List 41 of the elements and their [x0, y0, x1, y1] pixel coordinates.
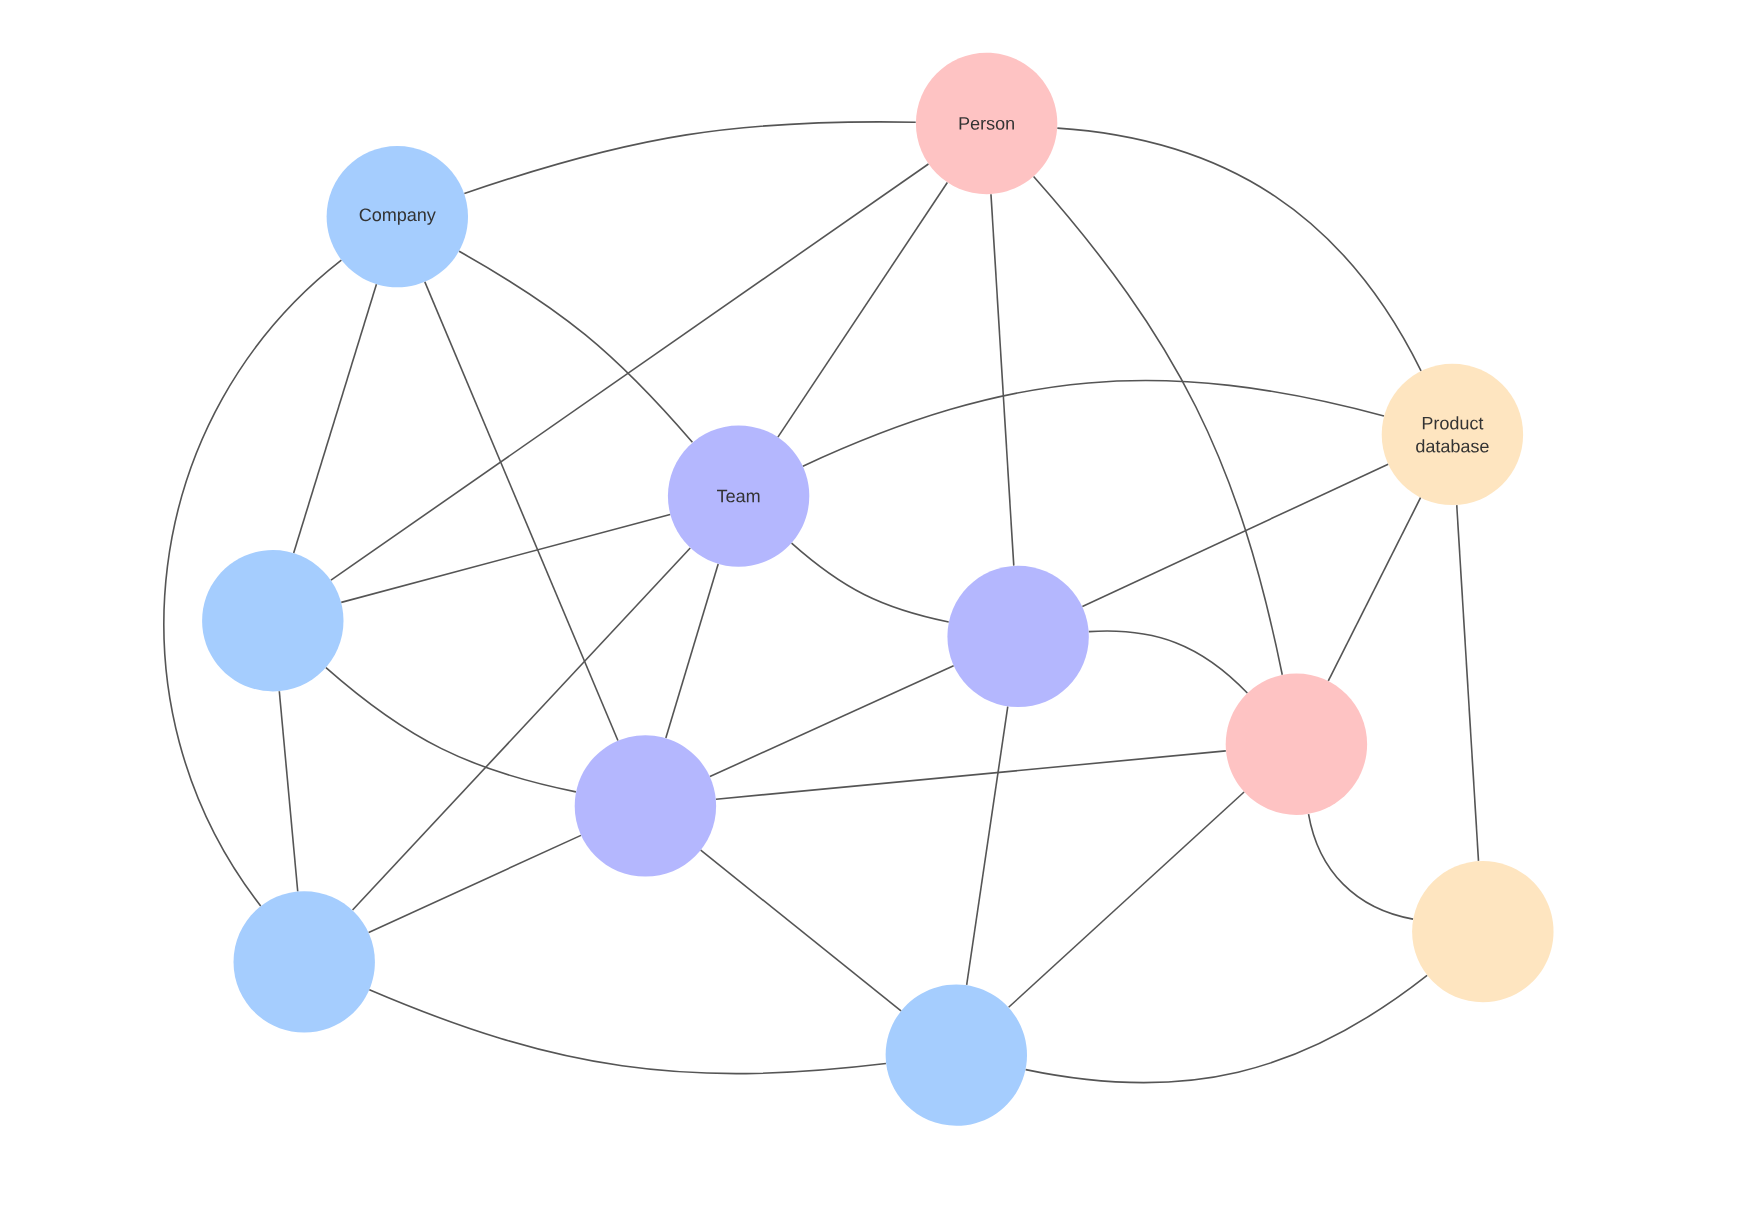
connector-line — [1088, 630, 1249, 694]
connector-line — [163, 259, 343, 907]
connector-line — [1081, 463, 1389, 608]
connector-line — [1056, 127, 1422, 372]
circle-node — [202, 550, 344, 692]
circle-node: Team — [667, 425, 810, 567]
circle-node — [885, 984, 1027, 1126]
circle-node — [1225, 673, 1368, 815]
connector-line — [351, 547, 692, 911]
connector-line — [292, 283, 378, 554]
connector-line — [1032, 175, 1284, 676]
connector-line — [278, 690, 299, 893]
connector-line — [368, 988, 887, 1075]
connector-line — [330, 163, 930, 581]
connector-line — [325, 666, 577, 793]
circle-node — [947, 565, 1089, 708]
connector-line — [802, 379, 1385, 467]
connector-line — [665, 563, 719, 739]
connector-line — [1307, 813, 1414, 920]
connector-line — [367, 834, 582, 934]
connector-line — [699, 849, 902, 1012]
connector-line — [709, 664, 955, 778]
circle-node — [1412, 860, 1554, 1003]
connector-line — [1455, 504, 1480, 862]
connector-line — [1007, 791, 1245, 1009]
connector-line — [1024, 974, 1428, 1084]
connector-line — [777, 181, 949, 438]
circle-node: Product database — [1381, 363, 1524, 506]
connector-line — [790, 542, 950, 623]
connector-line — [965, 705, 1009, 986]
connector-line — [463, 121, 917, 195]
circle-node: Company — [326, 145, 468, 288]
connector-line — [1327, 496, 1422, 682]
connector-line — [458, 250, 694, 444]
connector-line — [990, 193, 1015, 567]
circle-node — [574, 735, 717, 877]
connector-line — [715, 750, 1227, 800]
connector-line — [340, 513, 671, 604]
connector-line — [424, 281, 619, 742]
circle-node — [233, 891, 375, 1033]
circle-node: Person — [915, 52, 1058, 195]
